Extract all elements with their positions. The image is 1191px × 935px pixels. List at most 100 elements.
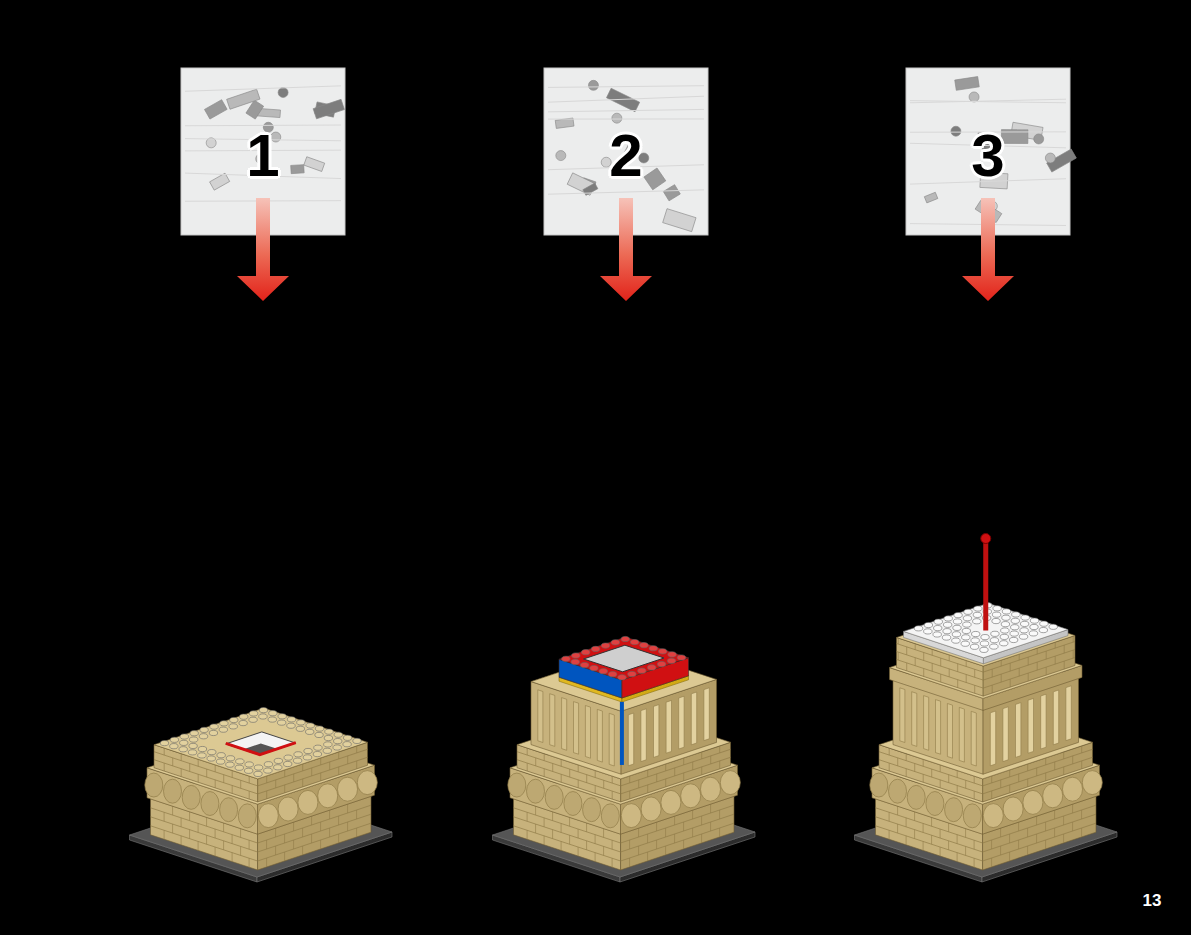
- stud: [297, 720, 305, 725]
- brick-joint: [674, 768, 675, 776]
- stud: [180, 740, 188, 745]
- brick-joint: [164, 830, 165, 839]
- stud: [1049, 624, 1057, 629]
- brick-joint: [898, 638, 899, 644]
- brick-joint: [647, 852, 648, 861]
- brick-joint: [189, 812, 190, 821]
- column: [562, 698, 567, 751]
- brick-joint: [915, 658, 916, 666]
- brick-joint: [719, 761, 720, 769]
- brick-joint: [710, 804, 711, 813]
- column: [691, 692, 696, 745]
- brick-joint: [603, 828, 604, 837]
- brick-joint: [181, 818, 182, 827]
- brick-joint: [612, 776, 613, 783]
- brick-joint: [603, 846, 604, 855]
- stud: [970, 644, 978, 649]
- brick-joint: [206, 835, 207, 844]
- brick-joint: [638, 780, 639, 788]
- bag-wrinkle: [548, 86, 704, 88]
- brick-joint: [1072, 804, 1073, 813]
- brick-joint: [957, 785, 958, 793]
- bag-number: 3: [971, 126, 1004, 186]
- brick-joint: [992, 669, 993, 677]
- brick-joint: [647, 770, 648, 777]
- brick-joint: [561, 774, 562, 782]
- stud: [249, 711, 257, 716]
- brick-joint: [1010, 679, 1011, 687]
- stud: [208, 750, 216, 755]
- stud: [571, 659, 579, 664]
- brick-joint: [1063, 816, 1064, 825]
- brick-joint: [552, 812, 553, 821]
- stud: [170, 744, 178, 749]
- brick-joint: [302, 764, 303, 771]
- stud: [315, 732, 323, 737]
- brick-joint: [665, 828, 666, 837]
- brick-joint: [249, 791, 250, 799]
- stud: [953, 625, 961, 630]
- stud: [189, 737, 197, 742]
- brick-joint: [991, 840, 992, 849]
- brick-joint: [172, 824, 173, 833]
- brick-joint: [1081, 761, 1082, 769]
- stud: [249, 717, 257, 722]
- stud: [934, 619, 942, 624]
- bag-wrinkle: [548, 96, 704, 102]
- brick-joint: [1019, 668, 1020, 676]
- brick-joint: [561, 823, 562, 832]
- stud: [972, 631, 980, 636]
- stud: [226, 762, 234, 767]
- bag-part: [556, 151, 566, 161]
- stud: [323, 748, 331, 753]
- brick-joint: [1010, 663, 1011, 671]
- stud: [334, 739, 342, 744]
- brick-joint: [544, 836, 545, 845]
- brick-joint: [647, 785, 648, 793]
- stud: [333, 745, 341, 750]
- stud: [1040, 621, 1048, 626]
- stud: [315, 726, 323, 731]
- brick-joint: [181, 769, 182, 777]
- brick-joint: [223, 841, 224, 850]
- brick-joint: [940, 765, 941, 772]
- column: [912, 692, 917, 747]
- brick-joint: [535, 758, 536, 766]
- brick-joint: [974, 858, 975, 867]
- stud: [952, 632, 960, 637]
- red-marker: [226, 743, 296, 755]
- brick-joint: [578, 765, 579, 772]
- stud: [973, 612, 981, 617]
- brick-joint: [302, 846, 303, 855]
- brick-joint: [612, 858, 613, 867]
- stud: [1002, 615, 1010, 620]
- white-plate-right: [983, 630, 1068, 664]
- brick-joint: [906, 647, 907, 655]
- brick-joint: [586, 841, 587, 850]
- brick-joint: [923, 774, 924, 782]
- brick-joint: [948, 775, 949, 783]
- brick-joint: [232, 770, 233, 777]
- stud: [933, 632, 941, 637]
- brick-joint: [974, 840, 975, 849]
- column: [1028, 698, 1033, 753]
- column: [1053, 690, 1058, 745]
- rounded-brick: [1063, 777, 1083, 801]
- column: [654, 705, 659, 758]
- stud: [209, 730, 217, 735]
- brick-joint: [949, 655, 950, 661]
- rounded-brick: [527, 779, 545, 803]
- stud: [1009, 637, 1017, 642]
- stud: [240, 714, 248, 719]
- brick-joint: [974, 776, 975, 783]
- stud: [210, 724, 218, 729]
- column: [666, 700, 671, 753]
- stud: [591, 646, 599, 651]
- bag-part: [1034, 134, 1044, 144]
- brick-joint: [1018, 822, 1019, 831]
- brick-joint: [338, 816, 339, 825]
- brick-joint: [1081, 828, 1082, 837]
- brick-joint: [1027, 846, 1028, 855]
- stud: [993, 606, 1001, 611]
- brick-joint: [701, 834, 702, 843]
